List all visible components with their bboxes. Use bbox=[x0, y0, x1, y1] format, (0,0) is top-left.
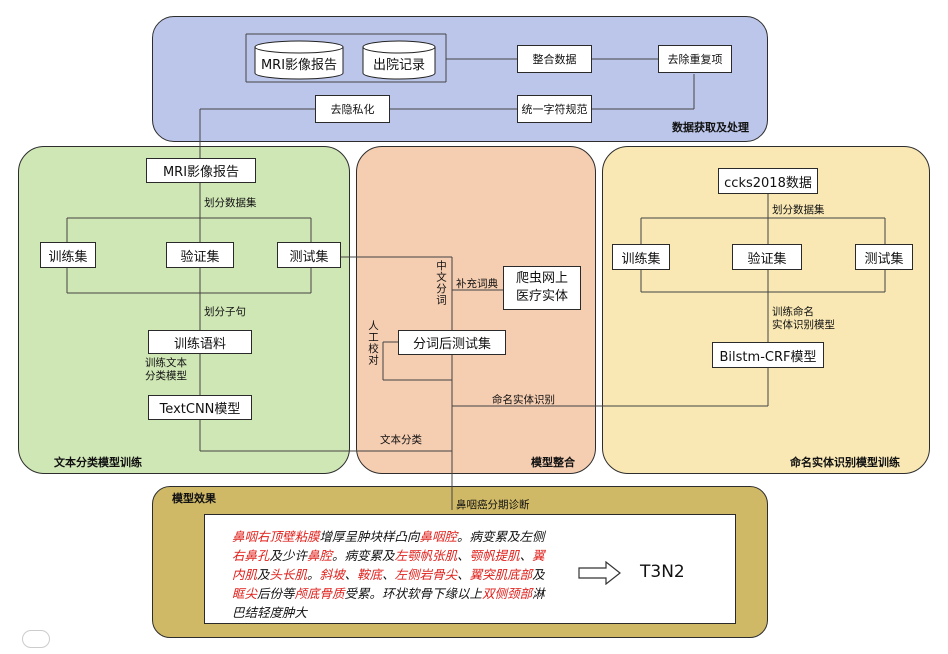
entity-highlight: 眶尖 bbox=[232, 586, 258, 601]
segmented-test-box: 分词后测试集 bbox=[398, 330, 506, 355]
discharge-database: 出院记录 bbox=[362, 40, 436, 80]
split-dataset-label: 划分数据集 bbox=[204, 197, 257, 209]
report-text-segment: 、 bbox=[457, 548, 470, 563]
corpus-box: 训练语料 bbox=[148, 330, 252, 354]
normalize-box: 统一字符规范 bbox=[517, 95, 592, 123]
report-text-segment: 、 bbox=[457, 567, 470, 582]
entity-highlight: 右鼻孔 bbox=[232, 548, 270, 563]
integration-panel-title: 模型整合 bbox=[531, 456, 575, 469]
report-text-segment: 、 bbox=[344, 567, 358, 582]
report-text-segment: 及 bbox=[257, 567, 270, 582]
bilstm-crf-model-box: Bilstm-CRF模型 bbox=[712, 342, 824, 368]
ner-flow-label: 命名实体识别 bbox=[492, 394, 555, 406]
ner-panel-title: 命名实体识别模型训练 bbox=[790, 456, 900, 469]
text-panel-title: 文本分类模型训练 bbox=[54, 456, 142, 469]
report-text-segment: 。病变累及左侧 bbox=[457, 529, 545, 544]
crawler-box: 爬虫网上 医疗实体 bbox=[503, 266, 581, 310]
ner-train-label: 训练命名 实体识别模型 bbox=[772, 306, 835, 331]
entity-highlight: 斜坡 bbox=[319, 567, 345, 582]
effect-panel-title: 模型效果 bbox=[172, 492, 216, 505]
ner-panel bbox=[602, 146, 930, 474]
entity-highlight: 头长肌 bbox=[269, 567, 308, 582]
entity-highlight: 颚帆提肌 bbox=[469, 548, 520, 563]
entity-highlight: 双侧颈部 bbox=[482, 586, 533, 601]
train-model-label: 训练文本 分类模型 bbox=[145, 357, 187, 382]
report-text-segment: 淋巴结轻度肿大 bbox=[232, 586, 545, 620]
arrow-right-icon bbox=[578, 561, 621, 585]
report-text-segment: 增厚呈肿块样凸向 bbox=[319, 529, 420, 544]
deidentify-box: 去隐私化 bbox=[315, 95, 390, 123]
segmentation-label: 中文分词 bbox=[435, 260, 447, 306]
merge-data-box: 整合数据 bbox=[517, 45, 592, 73]
entity-highlight: 颅底骨质 bbox=[294, 586, 345, 601]
data-panel-title: 数据获取及处理 bbox=[672, 121, 749, 134]
report-text-segment: 、 bbox=[519, 548, 533, 563]
entity-highlight: 左侧岩骨尖 bbox=[394, 567, 458, 582]
entity-highlight: 鞍底 bbox=[357, 567, 383, 582]
textcnn-model-box: TextCNN模型 bbox=[148, 395, 252, 420]
integration-panel bbox=[356, 146, 596, 474]
ner-val-box: 验证集 bbox=[732, 244, 802, 270]
entity-highlight: 左颚帆张肌 bbox=[394, 548, 458, 563]
val-set-box: 验证集 bbox=[166, 242, 234, 268]
ner-train-box: 训练集 bbox=[612, 244, 670, 270]
text-classification-flow-label: 文本分类 bbox=[380, 434, 422, 446]
result-report-text: 鼻咽右顶壁粘膜增厚呈肿块样凸向鼻咽腔。病变累及左侧右鼻孔及少许鼻腔。病变累及左颚… bbox=[232, 527, 554, 622]
report-text-segment: 及少许 bbox=[269, 548, 308, 563]
entity-highlight: 翼内肌 bbox=[232, 548, 545, 582]
test-set-box: 测试集 bbox=[277, 242, 341, 268]
mri-database-label: MRI影像报告 bbox=[260, 58, 338, 73]
staging-label: 鼻咽癌分期诊断 bbox=[456, 499, 530, 511]
entity-highlight: 翼突肌底部 bbox=[469, 567, 533, 582]
train-set-box: 训练集 bbox=[40, 242, 96, 268]
database-icon bbox=[254, 40, 344, 80]
sentence-split-label: 划分子句 bbox=[204, 306, 246, 318]
database-icon bbox=[362, 40, 436, 80]
report-text-segment: 。 bbox=[307, 567, 320, 582]
dict-label: 补充词典 bbox=[456, 278, 498, 290]
mri-database: MRI影像报告 bbox=[254, 40, 344, 80]
ccks-dataset-box: ccks2018数据 bbox=[718, 168, 818, 194]
mri-report-box: MRI影像报告 bbox=[146, 158, 256, 183]
report-text-segment: 、 bbox=[382, 567, 395, 582]
ner-test-box: 测试集 bbox=[855, 244, 913, 270]
entity-highlight: 鼻咽右顶壁粘膜 bbox=[232, 529, 320, 544]
dedup-box: 去除重复项 bbox=[658, 45, 732, 73]
discharge-database-label: 出院记录 bbox=[372, 58, 425, 73]
entity-highlight: 鼻咽腔 bbox=[419, 529, 458, 544]
manual-check-label: 人工校对 bbox=[367, 320, 379, 366]
report-text-segment: 。病变累及 bbox=[332, 548, 395, 563]
stage-result: T3N2 bbox=[640, 562, 685, 582]
ner-split-label: 划分数据集 bbox=[772, 204, 825, 216]
entity-highlight: 鼻腔 bbox=[307, 548, 333, 563]
report-text-segment: 及 bbox=[532, 567, 545, 582]
result-box bbox=[204, 514, 736, 624]
report-text-segment: 后份等 bbox=[257, 586, 295, 601]
report-text-segment: 受累。环状软骨下缘以上 bbox=[344, 586, 483, 601]
data-panel bbox=[152, 16, 768, 142]
page-indicator-icon[interactable] bbox=[22, 630, 50, 648]
